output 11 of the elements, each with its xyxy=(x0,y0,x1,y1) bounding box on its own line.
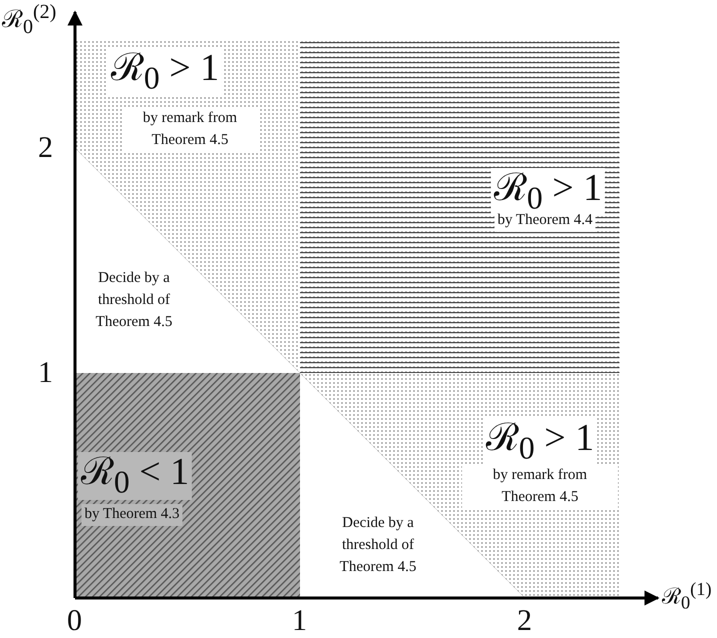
tick-label: 1 xyxy=(292,606,307,636)
region-note: by remark from Theorem 4.5 xyxy=(122,108,258,152)
inequality-label: ℛ$_{0}$ < 1 xyxy=(78,452,192,500)
inequality-label: ℛ$_{0}$ > 1 xyxy=(108,48,222,96)
region-note: by Theorem 4.3 xyxy=(81,504,183,526)
inequality-label: ℛ$_{0}$ > 1 xyxy=(482,418,598,466)
tick-label: 1 xyxy=(38,358,53,388)
region-note: by remark from Theorem 4.5 xyxy=(462,465,618,508)
tick-label: 0 xyxy=(67,606,82,636)
tick-label: 2 xyxy=(38,133,53,163)
tick-label: 2 xyxy=(517,606,532,636)
